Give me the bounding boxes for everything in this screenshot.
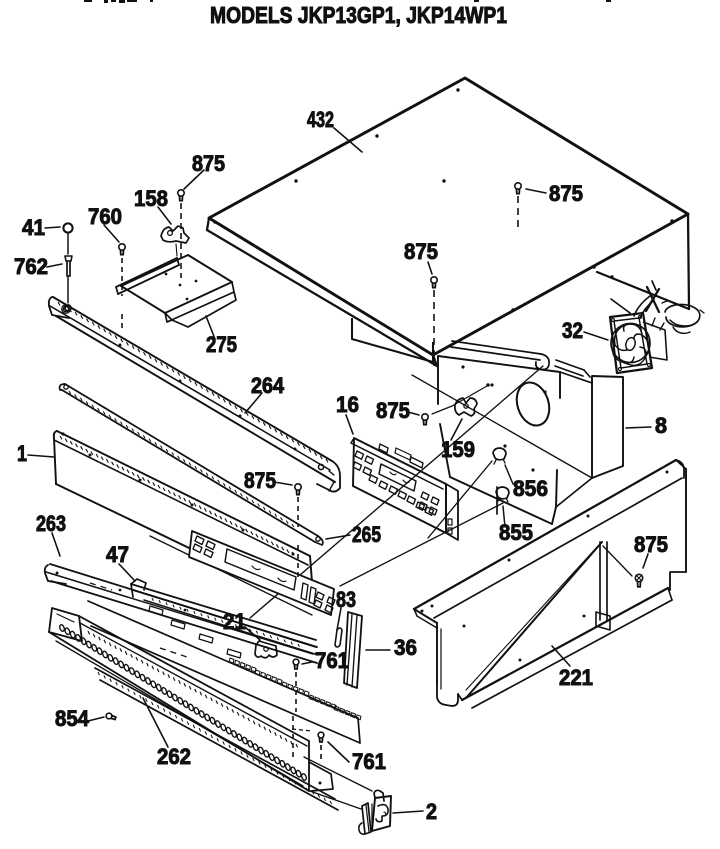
svg-text:2: 2 bbox=[426, 799, 437, 824]
svg-text:47: 47 bbox=[106, 542, 129, 567]
svg-text:83: 83 bbox=[336, 587, 356, 612]
svg-text:41: 41 bbox=[22, 215, 45, 240]
svg-text:875: 875 bbox=[376, 398, 410, 423]
svg-text:875: 875 bbox=[634, 532, 668, 557]
svg-text:875: 875 bbox=[404, 239, 438, 264]
svg-text:MODELS JKP13GP1, JKP14WP1: MODELS JKP13GP1, JKP14WP1 bbox=[210, 2, 507, 28]
svg-text:262: 262 bbox=[157, 744, 191, 769]
svg-text:21: 21 bbox=[223, 609, 246, 634]
svg-text:36: 36 bbox=[394, 635, 417, 660]
svg-text:32: 32 bbox=[562, 318, 583, 343]
svg-text:264: 264 bbox=[251, 373, 285, 398]
svg-text:854: 854 bbox=[55, 706, 90, 731]
svg-text:8: 8 bbox=[655, 413, 667, 438]
svg-text:1: 1 bbox=[17, 441, 27, 466]
svg-text:16: 16 bbox=[336, 392, 359, 417]
svg-text:761: 761 bbox=[352, 749, 386, 774]
svg-text:263: 263 bbox=[36, 511, 66, 536]
svg-text:158: 158 bbox=[134, 186, 168, 211]
svg-text:432: 432 bbox=[307, 107, 334, 132]
svg-text:856: 856 bbox=[513, 476, 548, 501]
svg-text:875: 875 bbox=[192, 151, 225, 176]
svg-text:875: 875 bbox=[244, 468, 276, 493]
svg-text:762: 762 bbox=[14, 254, 48, 279]
svg-text:275: 275 bbox=[206, 332, 237, 357]
svg-text:159: 159 bbox=[441, 437, 475, 462]
svg-text:761: 761 bbox=[315, 648, 349, 673]
svg-text:265: 265 bbox=[352, 522, 381, 547]
svg-text:875: 875 bbox=[549, 181, 583, 206]
svg-text:221: 221 bbox=[559, 665, 593, 690]
